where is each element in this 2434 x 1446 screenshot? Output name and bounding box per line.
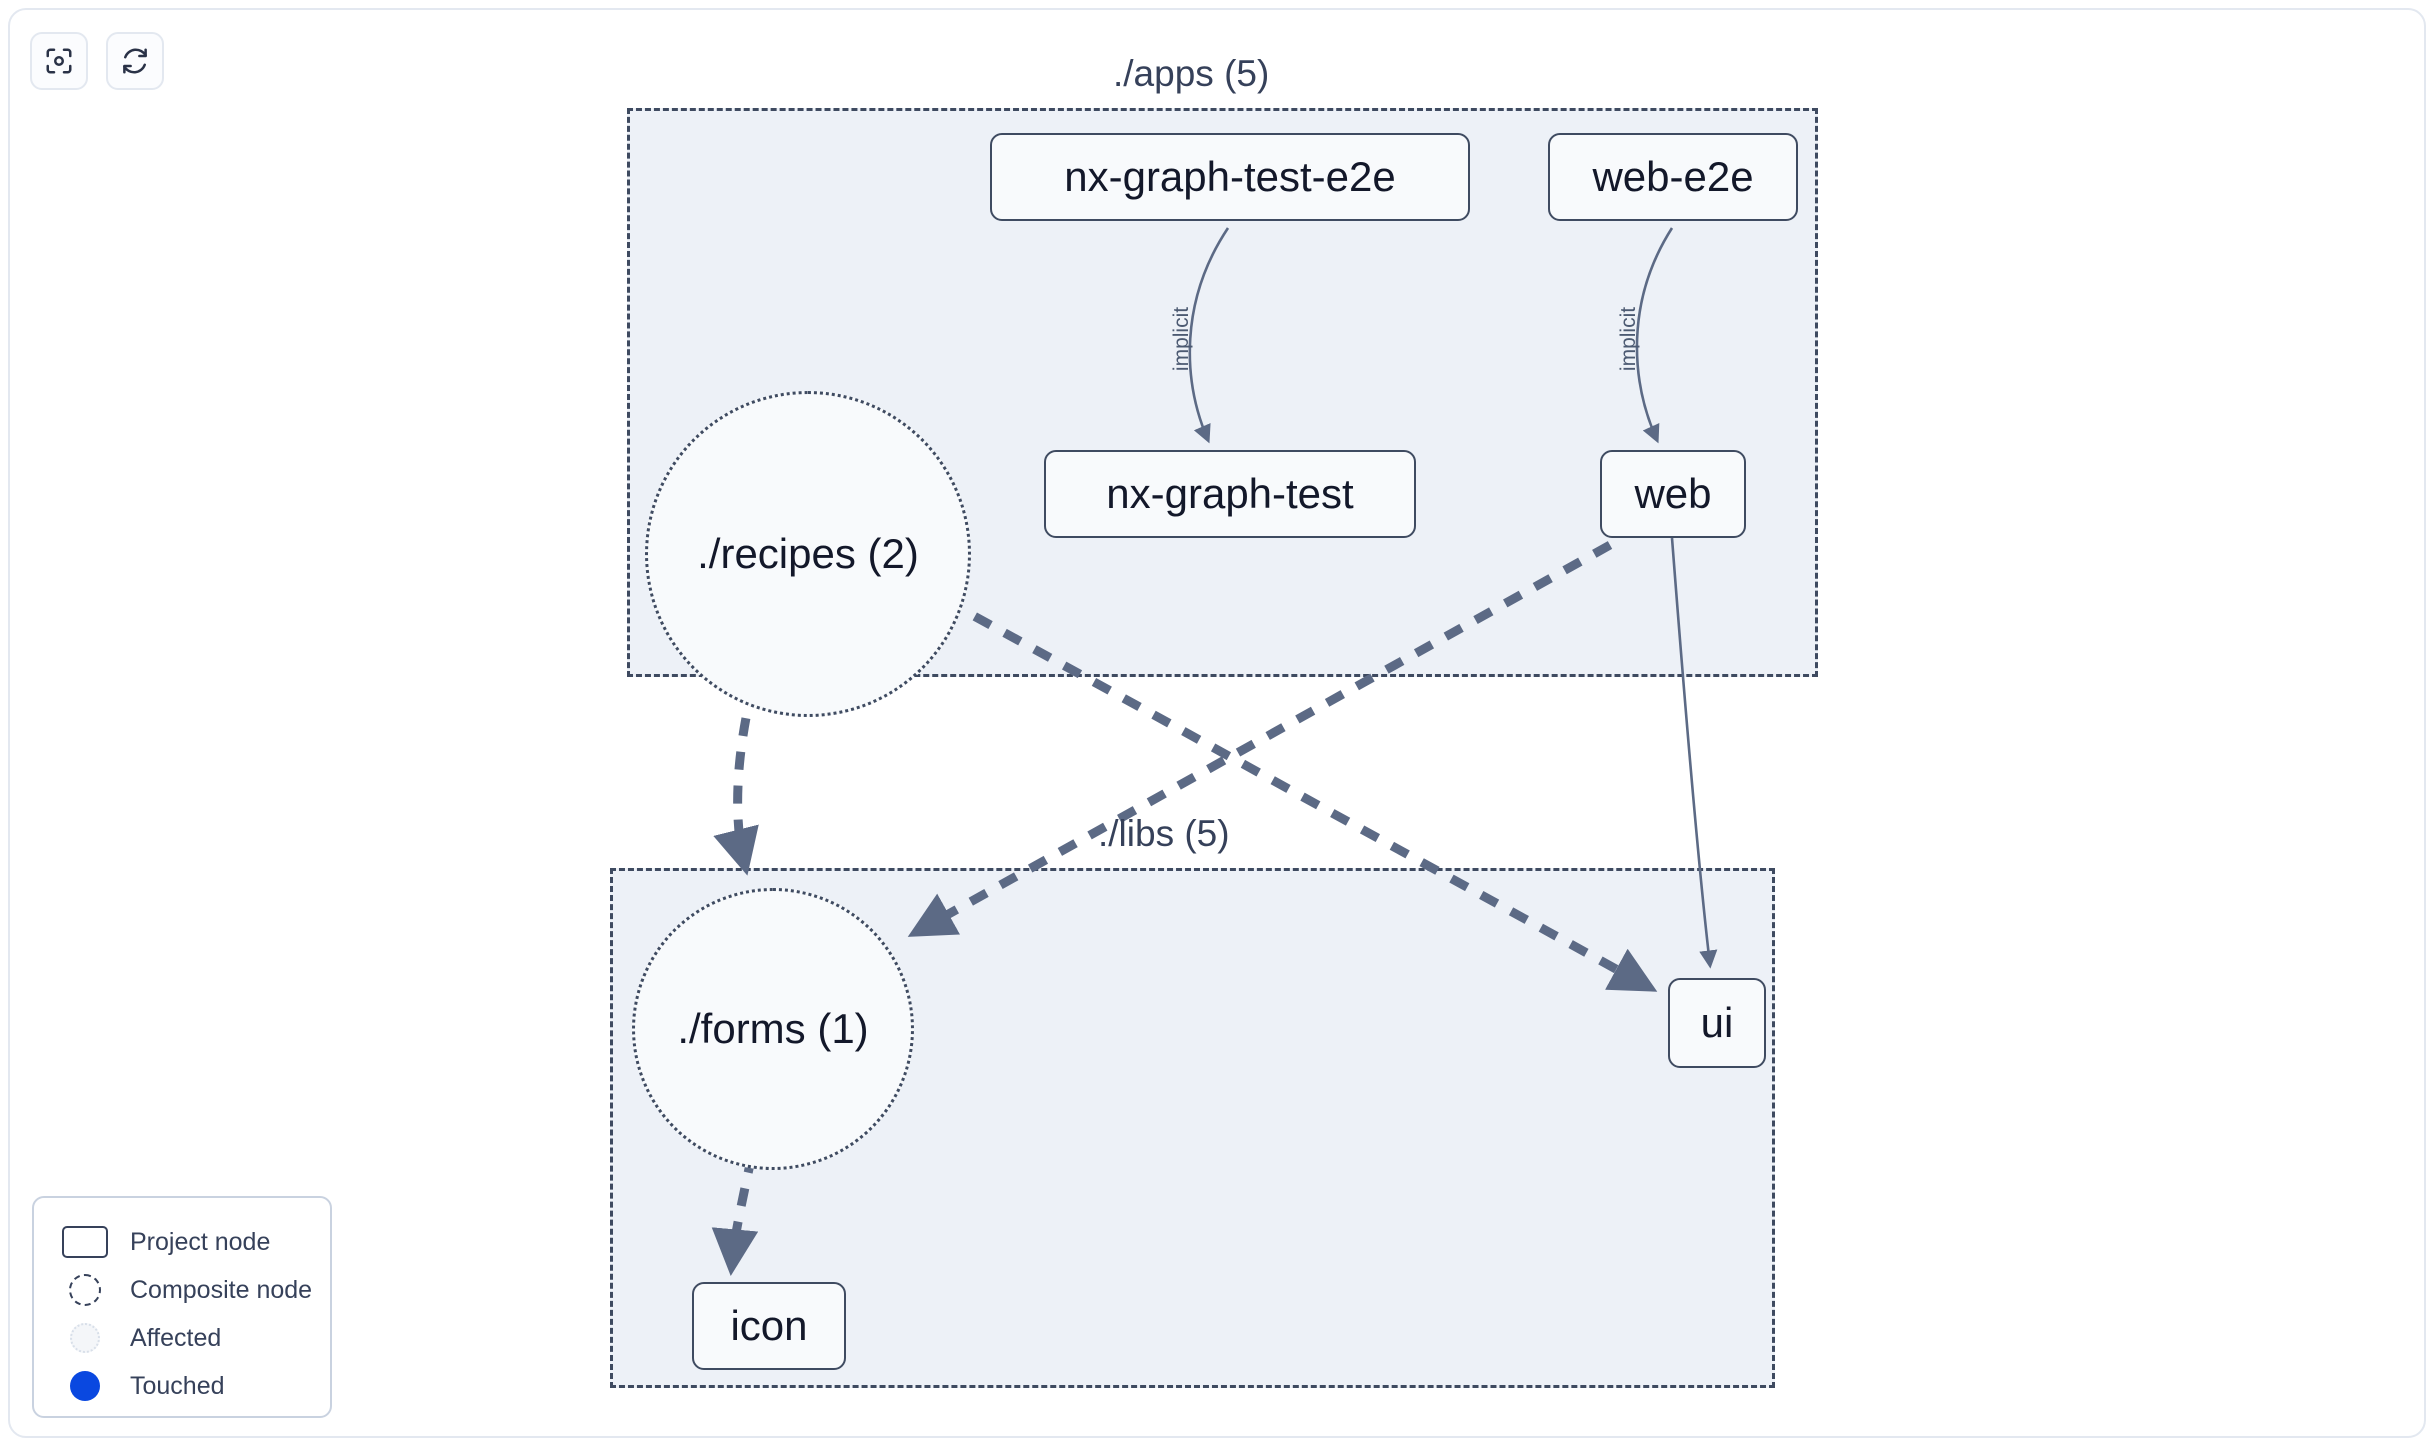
node-nx-graph-test-e2e[interactable]: nx-graph-test-e2e [990, 133, 1470, 221]
affected-swatch [62, 1323, 108, 1353]
edge-label-implicit-1: implicit [1170, 306, 1194, 372]
legend-label-project-node: Project node [130, 1227, 271, 1256]
node-web[interactable]: web [1600, 450, 1746, 538]
composite-node-swatch [62, 1274, 108, 1306]
node-forms[interactable]: ./forms (1) [632, 888, 914, 1170]
refresh-graph-button[interactable] [106, 32, 164, 90]
node-icon[interactable]: icon [692, 1282, 846, 1370]
legend-label-composite-node: Composite node [130, 1275, 313, 1304]
legend-item-affected: Affected [62, 1314, 330, 1362]
node-web-e2e[interactable]: web-e2e [1548, 133, 1798, 221]
legend-item-composite-node: Composite node [62, 1266, 330, 1314]
focus-graph-button[interactable] [30, 32, 88, 90]
legend-item-project-node: Project node [62, 1218, 330, 1266]
legend-label-affected: Affected [130, 1323, 222, 1352]
focus-target-icon [44, 46, 74, 76]
node-nx-graph-test[interactable]: nx-graph-test [1044, 450, 1416, 538]
group-label-apps: ./apps (5) [1113, 53, 1270, 94]
legend-item-touched: Touched [62, 1362, 330, 1410]
graph-legend: Project node Composite node Affected Tou… [32, 1196, 332, 1418]
node-recipes[interactable]: ./recipes (2) [645, 391, 971, 717]
touched-swatch [62, 1371, 108, 1401]
graph-toolbar [30, 32, 164, 90]
group-label-libs: ./libs (5) [1098, 813, 1230, 854]
node-ui[interactable]: ui [1668, 978, 1766, 1068]
edge-label-implicit-2: implicit [1617, 306, 1641, 372]
project-node-swatch [62, 1226, 108, 1258]
refresh-icon [120, 46, 150, 76]
legend-label-touched: Touched [130, 1371, 225, 1400]
